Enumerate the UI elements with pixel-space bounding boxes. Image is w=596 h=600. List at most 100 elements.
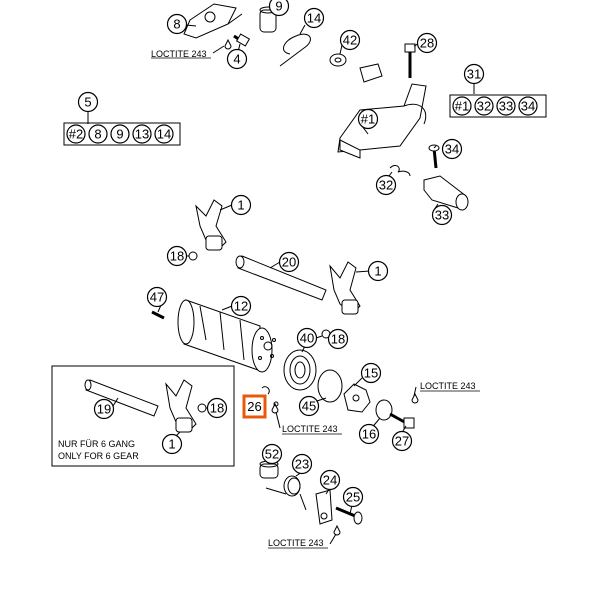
svg-text:#1: #1 — [455, 99, 469, 114]
bolt-part-27 — [389, 412, 415, 429]
callout-text: 20 — [282, 255, 296, 270]
callout-14: 14 — [303, 7, 325, 29]
shift-lever-part-8 — [183, 3, 243, 39]
loctite-label-top: LOCTITE 243 — [151, 49, 207, 59]
o-ring-part-45 — [317, 369, 343, 403]
shift-star-part-15 — [343, 383, 371, 413]
svg-text:32: 32 — [477, 99, 491, 114]
callout-45: 45 — [298, 395, 320, 417]
kit-item-hash-1: #1 — [452, 96, 472, 116]
svg-text:13: 13 — [135, 127, 149, 142]
callout-33: 33 — [431, 204, 453, 226]
callout-text: 27 — [395, 434, 409, 449]
kit-31-parts: #1 32 33 34 — [452, 96, 538, 116]
callout-text: 12 — [234, 299, 248, 314]
callout-1: 1 — [230, 194, 252, 216]
washer-part-42 — [329, 53, 347, 67]
roller-part-18-c — [197, 403, 207, 413]
pin-part-34 — [428, 144, 440, 169]
callout-text: 31 — [467, 67, 481, 82]
callout-1: 1 — [161, 433, 183, 455]
kit-item-hash-2: #2 — [66, 124, 86, 144]
callout-text: 14 — [307, 11, 321, 26]
shift-rail-part-19 — [84, 379, 159, 417]
callout-text: 1 — [168, 437, 175, 452]
callout-18: 18 — [166, 245, 188, 267]
sleeve-part — [359, 63, 383, 83]
callout-text: 28 — [420, 36, 434, 51]
callout-text: 52 — [265, 447, 279, 462]
callout-text: 45 — [302, 399, 316, 414]
callout-#1: #1 — [357, 108, 379, 130]
shift-fork-part-1-upper-right — [329, 261, 361, 315]
loctite-label-right: LOCTITE 243 — [420, 381, 476, 391]
shift-fork-part-1-upper-left — [195, 199, 227, 251]
callout-text: 33 — [435, 208, 449, 223]
callout-31: 31 — [463, 63, 485, 85]
callout-text: 15 — [364, 366, 378, 381]
callout-text: 19 — [97, 402, 111, 417]
glue-drop-bottom — [333, 524, 341, 536]
glue-drop-right — [411, 392, 419, 404]
six-gear-inset-box — [51, 365, 235, 467]
bolt-part-4 — [233, 33, 251, 47]
kit-item-9: 9 — [110, 124, 130, 144]
callout-text: 4 — [233, 52, 240, 67]
highlighted-callout-26[interactable]: 26 — [242, 394, 267, 419]
callout-28: 28 — [416, 32, 438, 54]
callout-text: 25 — [346, 490, 360, 505]
kit-item-33: 33 — [496, 96, 516, 116]
shift-rail-part-20 — [235, 255, 327, 301]
callout-text: 42 — [343, 33, 357, 48]
callout-text: 8 — [173, 17, 180, 32]
pin-part-47 — [151, 310, 165, 320]
bolt-part-28 — [404, 43, 416, 78]
callout-52: 52 — [261, 443, 283, 465]
callout-text: 32 — [379, 178, 393, 193]
spring-part-23 — [265, 475, 307, 511]
kit-item-8: 8 — [88, 124, 108, 144]
callout-text: 9 — [275, 0, 282, 14]
bushing-part-9 — [259, 6, 277, 33]
callout-24: 24 — [319, 469, 341, 491]
callout-text: 5 — [84, 95, 91, 110]
svg-text:33: 33 — [499, 99, 513, 114]
locking-lever-part-24 — [315, 489, 333, 525]
callout-text: 18 — [170, 249, 184, 264]
kit-box-31 — [449, 94, 547, 118]
spring-part-14-top — [279, 33, 311, 67]
callout-18: 18 — [327, 328, 349, 350]
callout-4: 4 — [226, 48, 248, 70]
washer-part-16 — [375, 399, 393, 421]
callout-text: #1 — [361, 112, 375, 127]
svg-text:8: 8 — [94, 127, 101, 142]
callout-text: 18 — [331, 332, 345, 347]
spring-part-32 — [389, 165, 411, 177]
callout-19: 19 — [93, 398, 115, 420]
callout-text: 23 — [295, 457, 309, 472]
svg-text:#2: #2 — [69, 127, 83, 142]
kit-item-34: 34 — [518, 96, 538, 116]
kit-box-5 — [63, 122, 181, 146]
svg-text:14: 14 — [157, 127, 171, 142]
callout-27: 27 — [391, 430, 413, 452]
callout-8: 8 — [166, 13, 188, 35]
callout-20: 20 — [278, 251, 300, 273]
callout-text: 40 — [300, 331, 314, 346]
callout-12: 12 — [230, 295, 252, 317]
shift-drum-part-12 — [177, 299, 276, 373]
roller-part-18-a — [188, 251, 198, 261]
callout-text: 18 — [210, 401, 224, 416]
bearing-part-40 — [283, 349, 317, 391]
callout-text: 1 — [374, 264, 381, 279]
shift-pedal-part-1 — [337, 83, 427, 159]
callout-26-text: 26 — [247, 399, 261, 414]
callout-text: 16 — [362, 427, 376, 442]
callout-40: 40 — [296, 327, 318, 349]
note-line-1: NUR FÜR 6 GANG — [58, 439, 135, 449]
callout-18: 18 — [206, 397, 228, 419]
footrest-part-33 — [423, 175, 469, 211]
callout-47: 47 — [146, 286, 168, 308]
